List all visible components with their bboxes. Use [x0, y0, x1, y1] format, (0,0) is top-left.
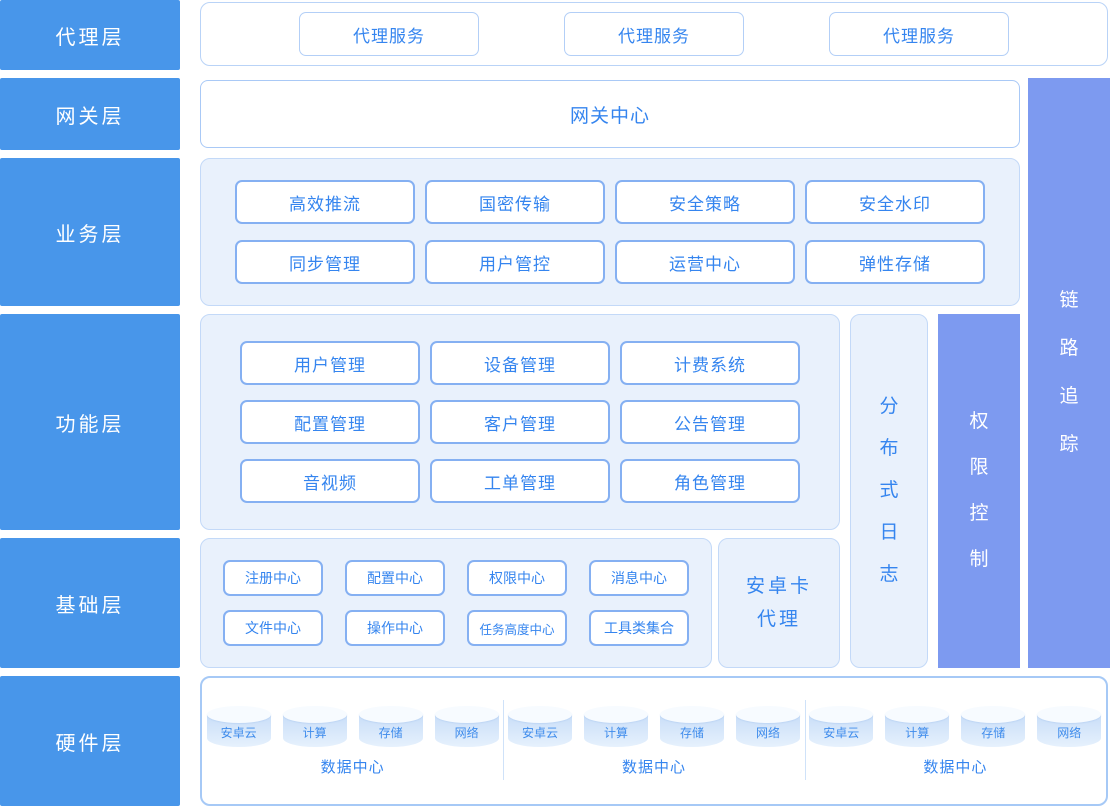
foundation-item-box: 操作中心 — [345, 610, 445, 646]
android-card-proxy-box: 安卓卡 代理 — [718, 538, 840, 668]
distributed-log-bar: 分布式日志 — [850, 314, 928, 668]
datacenter-label: 数据中心 — [923, 759, 988, 776]
database-cylinder-icon: 计算 — [885, 706, 950, 747]
datacenter-group: 安卓云 计算 存储 网络 数据中心 — [804, 678, 1106, 804]
database-cylinder-icon: 安卓云 — [206, 706, 271, 747]
business-item-box: 用户管控 — [425, 240, 605, 284]
business-item-box: 国密传输 — [425, 180, 605, 224]
node-label: 存储 — [378, 726, 403, 740]
foundation-item-box: 配置中心 — [345, 560, 445, 596]
function-item-box: 公告管理 — [620, 400, 800, 444]
foundation-item-box: 任务高度中心 — [467, 610, 567, 646]
hardware-layer-panel: 安卓云 计算 存储 网络 数据中心 安卓云 计算 存储 网络 数据中心 安卓云 … — [200, 676, 1108, 806]
function-item-box: 角色管理 — [620, 459, 800, 503]
business-layer-panel: 高效推流 国密传输 安全策略 安全水印 同步管理 用户管控 运营中心 弹性存储 — [200, 158, 1020, 306]
function-item-box: 工单管理 — [430, 459, 610, 503]
proxy-service-box: 代理服务 — [829, 12, 1009, 56]
database-cylinder-icon: 网络 — [1037, 706, 1102, 747]
node-label: 安卓云 — [823, 726, 860, 740]
foundation-layer-panel: 注册中心 配置中心 权限中心 消息中心 文件中心 操作中心 任务高度中心 工具类… — [200, 538, 712, 668]
datacenter-group: 安卓云 计算 存储 网络 数据中心 — [202, 678, 503, 804]
function-item-box: 用户管理 — [240, 341, 420, 385]
node-label: 存储 — [981, 726, 1006, 740]
database-cylinder-icon: 计算 — [282, 706, 347, 747]
node-label: 网络 — [454, 726, 479, 740]
datacenter-group: 安卓云 计算 存储 网络 数据中心 — [503, 678, 804, 804]
business-item-box: 高效推流 — [235, 180, 415, 224]
permission-control-bar: 权限控制 — [938, 314, 1020, 668]
function-item-box: 设备管理 — [430, 341, 610, 385]
node-label: 计算 — [302, 726, 327, 740]
foundation-item-box: 消息中心 — [589, 560, 689, 596]
database-cylinder-icon: 网络 — [434, 706, 499, 747]
node-label: 网络 — [755, 726, 780, 740]
layer-label-gateway: 网关层 — [0, 78, 180, 150]
foundation-item-box: 文件中心 — [223, 610, 323, 646]
distributed-log-label: 分布式日志 — [879, 396, 899, 585]
datacenter-label: 数据中心 — [320, 759, 385, 776]
layer-label-function: 功能层 — [0, 314, 180, 530]
database-cylinder-icon: 网络 — [735, 706, 800, 747]
gateway-center-box: 网关中心 — [200, 80, 1020, 148]
datacenter-nodes-row: 安卓云 计算 存储 网络 — [809, 705, 1102, 747]
function-item-box: 配置管理 — [240, 400, 420, 444]
foundation-item-box: 权限中心 — [467, 560, 567, 596]
function-layer-panel: 用户管理 设备管理 计费系统 配置管理 客户管理 公告管理 音视频 工单管理 角… — [200, 314, 840, 530]
layer-label-hardware: 硬件层 — [0, 676, 180, 806]
agent-layer-panel: 代理服务 代理服务 代理服务 — [200, 2, 1108, 66]
link-tracing-bar: 链路追踪 — [1028, 78, 1110, 668]
layer-label-business: 业务层 — [0, 158, 180, 306]
database-cylinder-icon: 计算 — [583, 706, 648, 747]
business-item-box: 运营中心 — [615, 240, 795, 284]
business-item-box: 同步管理 — [235, 240, 415, 284]
link-tracing-label: 链路追踪 — [1059, 290, 1079, 455]
node-label: 计算 — [603, 726, 628, 740]
function-item-box: 客户管理 — [430, 400, 610, 444]
database-cylinder-icon: 存储 — [358, 706, 423, 747]
business-item-box: 弹性存储 — [805, 240, 985, 284]
foundation-item-box: 注册中心 — [223, 560, 323, 596]
permission-control-label: 权限控制 — [969, 411, 989, 570]
foundation-item-box: 工具类集合 — [589, 610, 689, 646]
node-label: 存储 — [679, 726, 704, 740]
database-cylinder-icon: 安卓云 — [507, 706, 572, 747]
function-item-box: 音视频 — [240, 459, 420, 503]
node-label: 网络 — [1057, 726, 1082, 740]
layer-label-agent: 代理层 — [0, 0, 180, 70]
database-cylinder-icon: 安卓云 — [809, 706, 874, 747]
layer-label-foundation: 基础层 — [0, 538, 180, 668]
business-item-box: 安全策略 — [615, 180, 795, 224]
node-label: 计算 — [905, 726, 930, 740]
datacenter-nodes-row: 安卓云 计算 存储 网络 — [507, 705, 800, 747]
business-item-box: 安全水印 — [805, 180, 985, 224]
datacenter-label: 数据中心 — [621, 759, 686, 776]
function-item-box: 计费系统 — [620, 341, 800, 385]
proxy-service-box: 代理服务 — [564, 12, 744, 56]
proxy-service-box: 代理服务 — [299, 12, 479, 56]
node-label: 安卓云 — [521, 726, 558, 740]
database-cylinder-icon: 存储 — [961, 706, 1026, 747]
database-cylinder-icon: 存储 — [659, 706, 724, 747]
node-label: 安卓云 — [220, 726, 257, 740]
datacenter-nodes-row: 安卓云 计算 存储 网络 — [206, 705, 499, 747]
